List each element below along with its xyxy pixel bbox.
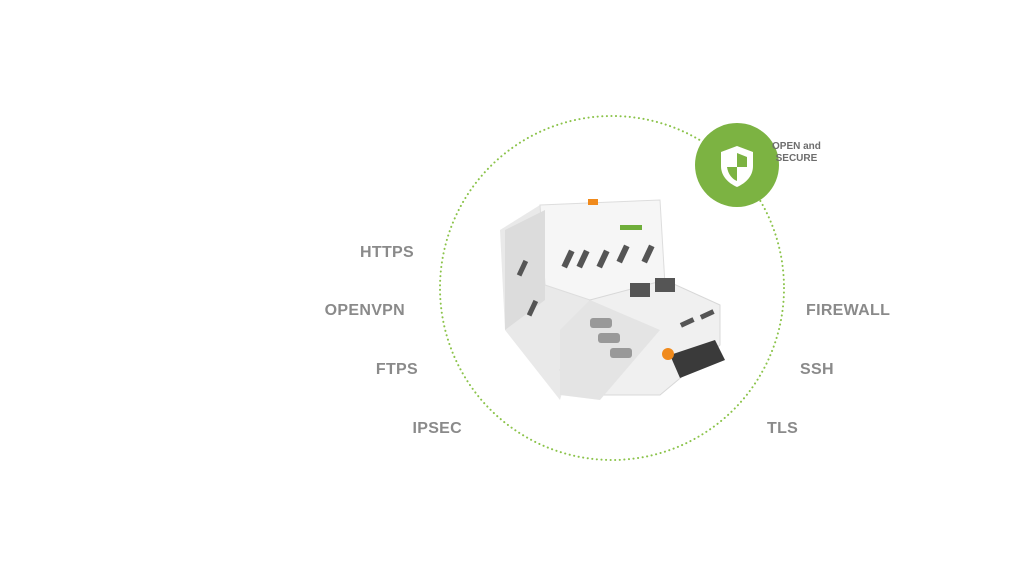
protocol-ipsec: IPSEC (412, 420, 462, 437)
badge-label: OPEN and SECURE (772, 141, 821, 165)
badge-label-line2: SECURE (775, 153, 818, 164)
open-secure-badge (695, 123, 779, 207)
protocol-https: HTTPS (360, 244, 414, 261)
controller-device-image (500, 199, 725, 400)
shield-icon (721, 146, 753, 187)
protocol-ftps: FTPS (375, 361, 418, 378)
protocol-tls: TLS (767, 420, 799, 437)
protocol-firewall: FIREWALL (806, 302, 891, 319)
protocol-openvpn: OPENVPN (324, 302, 405, 319)
dotted-circle (439, 115, 785, 461)
badge-label-line1: OPEN and (772, 141, 821, 152)
protocol-ssh: SSH (800, 361, 834, 378)
